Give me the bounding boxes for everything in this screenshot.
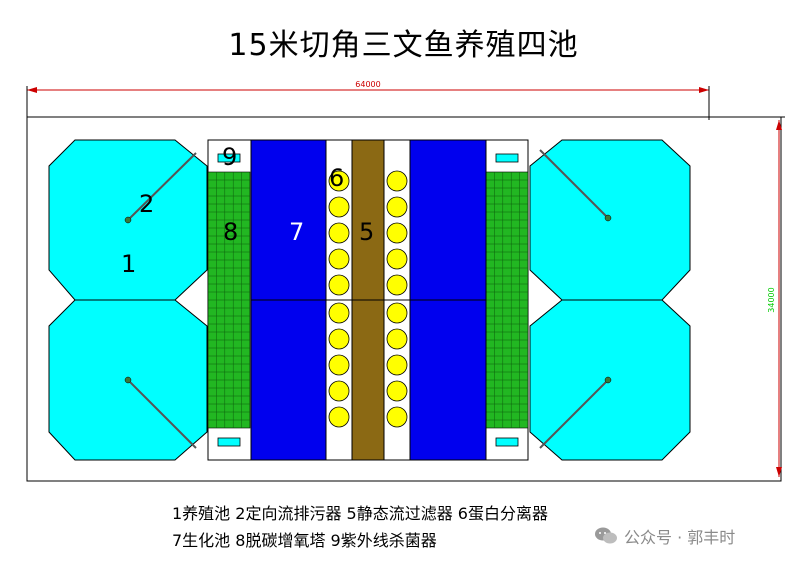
directional-drains: [127, 149, 609, 449]
height-dimension: 34000: [767, 120, 782, 477]
skimmer-1-3: [328, 222, 350, 244]
uv-sterilizers: [217, 153, 519, 447]
label-6: 6: [329, 164, 344, 192]
skimmer-1-8: [328, 354, 350, 376]
skimmer-1-7: [328, 328, 350, 350]
skimmer-2-5: [386, 274, 408, 296]
legend-line-2: 7生化池 8脱碳增氧塔 9紫外线杀菌器: [172, 531, 437, 550]
skimmer-1-1: [328, 170, 350, 192]
skimmer-1-2: [328, 196, 350, 218]
skimmer-2-1: [386, 170, 408, 192]
label-5: 5: [359, 218, 374, 246]
skimmer-2-4: [386, 248, 408, 270]
skimmer-2-3: [386, 222, 408, 244]
skimmer-1-4: [328, 248, 350, 270]
legend-line-1: 1养殖池 2定向流排污器 5静态流过滤器 6蛋白分离器: [172, 504, 548, 523]
skimmer-2-9: [386, 380, 408, 402]
label-1: 1: [121, 250, 136, 278]
label-8: 8: [223, 218, 238, 246]
label-7: 7: [289, 218, 304, 246]
watermark-text: 公众号 · 郭丰时: [624, 528, 736, 547]
height-label: 34000: [767, 287, 776, 312]
skimmer-1-6: [328, 302, 350, 324]
skimmer-2-10: [386, 406, 408, 428]
skimmer-1-9: [328, 380, 350, 402]
skimmer-1-5: [328, 274, 350, 296]
label-9: 9: [222, 143, 237, 171]
wechat-icon: [595, 527, 617, 544]
skimmer-1-10: [328, 406, 350, 428]
skimmer-2-8: [386, 354, 408, 376]
skimmer-2-2: [386, 196, 408, 218]
drain-points: [124, 214, 612, 384]
skimmer-2-6: [386, 302, 408, 324]
width-label: 64000: [355, 80, 380, 89]
skimmer-2-7: [386, 328, 408, 350]
width-dimension: 64000: [26, 80, 710, 117]
label-2: 2: [139, 190, 154, 218]
watermark: 公众号 · 郭丰时: [594, 524, 735, 548]
page-title: 15米切角三文鱼养殖四池: [228, 28, 579, 63]
protein-skimmers: [328, 170, 408, 428]
